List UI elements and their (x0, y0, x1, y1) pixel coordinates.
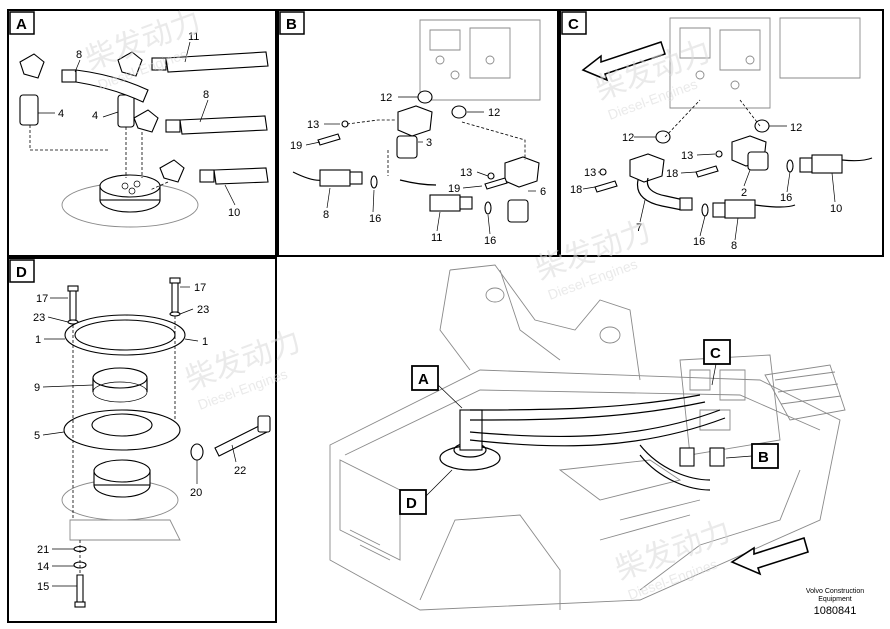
callout-label: 19 (448, 183, 460, 195)
callout-label: 9 (34, 382, 40, 394)
panel-c-letter: C (568, 16, 579, 33)
callout-label: 12 (380, 92, 392, 104)
callout-label: 3 (426, 137, 432, 149)
panel-d-tag (9, 259, 35, 283)
callout-a: A (418, 371, 429, 388)
machine-frame-overview: A C B D (329, 264, 846, 611)
callout-d-box (399, 489, 427, 515)
callout-label: 11 (431, 232, 442, 244)
panel-a-tag (9, 11, 35, 35)
callout-label: 8 (731, 240, 737, 252)
callout-label: 22 (234, 465, 246, 477)
callout-label: 13 (681, 150, 693, 162)
callout-label: 16 (693, 236, 705, 248)
callout-label: 12 (622, 132, 634, 144)
callout-label: 17 (36, 293, 48, 305)
callout-label: 20 (190, 487, 202, 499)
direction-arrow-icon (730, 536, 809, 576)
callout-label: 6 (540, 186, 546, 198)
callout-label: 4 (58, 108, 64, 120)
panel-a: A 8 11 4 4 8 10 (7, 9, 277, 257)
callout-label: 5 (34, 430, 40, 442)
callout-label: 2 (741, 187, 747, 199)
callout-label: 12 (488, 107, 500, 119)
callout-label: 7 (636, 222, 642, 234)
panel-d-letter: D (16, 264, 27, 281)
callout-label: 16 (484, 235, 496, 247)
panel-c-tag (561, 11, 587, 35)
callout-c-box (703, 339, 731, 365)
callout-label: 1 (202, 336, 208, 348)
callout-label: 16 (780, 192, 792, 204)
callout-label: 23 (33, 312, 45, 324)
callout-label: 21 (37, 544, 49, 556)
panel-d: D 17 17 (7, 257, 277, 623)
callout-c: C (710, 345, 721, 362)
panel-a-letter: A (16, 16, 27, 33)
panel-b-letter: B (286, 16, 297, 33)
callout-label: 4 (92, 110, 98, 122)
callout-b: B (758, 449, 769, 466)
callout-label: 10 (228, 207, 240, 219)
callout-label: 13 (460, 167, 472, 179)
callout-label: 18 (570, 184, 582, 196)
callout-label: 16 (369, 213, 381, 225)
callout-label: 1 (35, 334, 41, 346)
panel-c: C 12 12 13 18 (559, 9, 884, 257)
callout-label: 13 (307, 119, 319, 131)
callout-label: 8 (203, 89, 209, 101)
footer-company: Volvo Construction (806, 588, 864, 595)
callout-label: 10 (830, 203, 842, 215)
footer: Volvo Construction Equipment 1080841 (806, 588, 864, 617)
callout-label: 18 (666, 168, 678, 180)
callout-label: 8 (76, 49, 82, 61)
callout-d: D (406, 495, 417, 512)
drawing-number: 1080841 (814, 605, 857, 617)
footer-company-sub: Equipment (818, 596, 852, 603)
panel-b: B 12 12 13 19 (277, 9, 559, 257)
callout-a-box (411, 365, 439, 391)
callout-label: 15 (37, 581, 49, 593)
direction-arrow-icon (581, 41, 666, 82)
callout-label: 8 (323, 209, 329, 221)
callout-label: 17 (194, 282, 206, 294)
callout-label: 14 (37, 561, 49, 573)
callout-label: 13 (584, 167, 596, 179)
panel-b-tag (279, 11, 305, 35)
callout-label: 23 (197, 304, 209, 316)
callout-label: 12 (790, 122, 802, 134)
callout-label: 19 (290, 140, 302, 152)
callout-label: 11 (188, 31, 199, 43)
